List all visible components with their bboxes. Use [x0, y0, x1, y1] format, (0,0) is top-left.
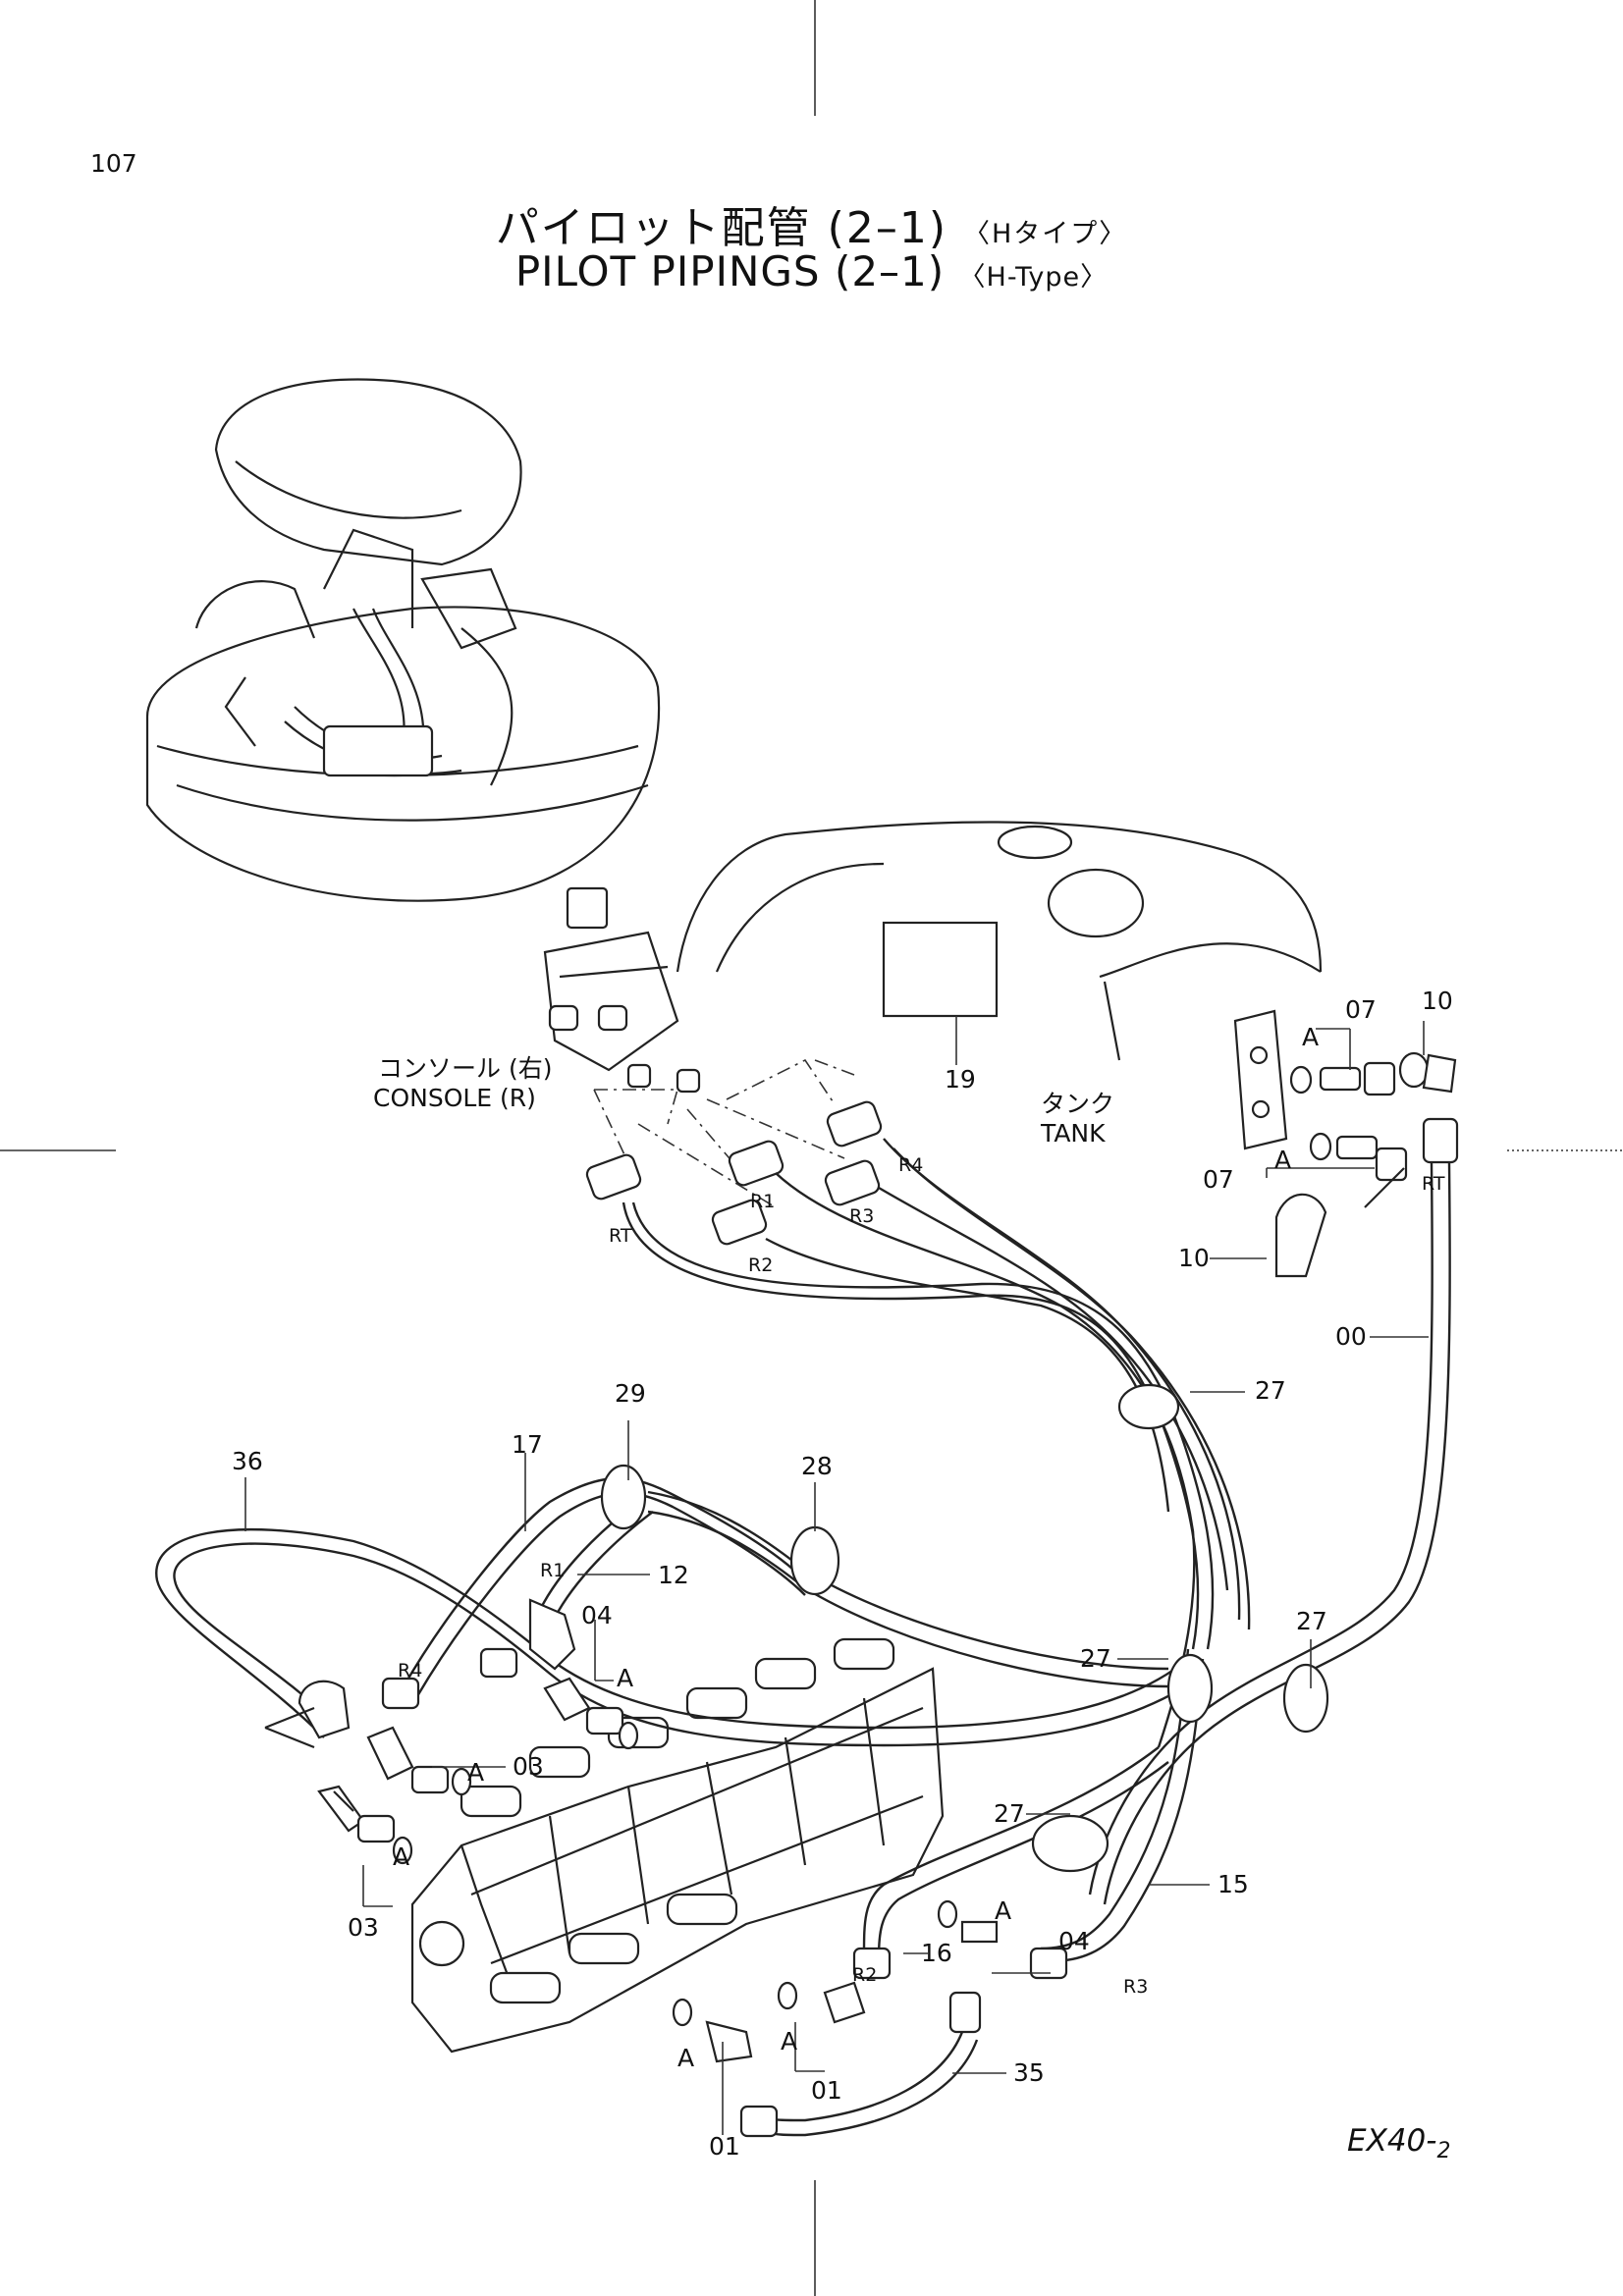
- title-jp-type: 〈Hタイプ〉: [963, 219, 1128, 249]
- port-tag: R2: [852, 1964, 877, 1986]
- part-label: 03: [513, 1752, 544, 1781]
- hydraulic-tank: [676, 821, 1323, 1065]
- port-leader-lines: [593, 1058, 855, 1208]
- seal-marker: A: [677, 2044, 694, 2072]
- tank-port-fittings: [1233, 1009, 1457, 1278]
- seal-marker: A: [995, 1896, 1011, 1925]
- part-label: 10: [1422, 987, 1453, 1015]
- port-tag: R3: [849, 1205, 874, 1227]
- tank-return-hose-00: [1088, 1117, 1459, 1905]
- title-en-type: 〈H-Type〉: [958, 262, 1109, 293]
- valve-port-fittings: [264, 1647, 999, 2063]
- hose-15-16-35: [739, 1648, 1205, 2138]
- model-code: EX40-2: [1347, 2123, 1450, 2163]
- tank-label-en: TANK: [1040, 1119, 1106, 1148]
- page-title-en: PILOT PIPINGS (2–1) 〈H-Type〉: [0, 247, 1623, 295]
- port-tag: RT: [609, 1225, 632, 1247]
- port-tag: R4: [398, 1660, 422, 1682]
- seal-marker: A: [393, 1842, 409, 1871]
- model-code-suffix: 2: [1436, 2139, 1451, 2164]
- port-tag: RT: [1422, 1173, 1445, 1195]
- port-tag: R1: [750, 1191, 775, 1212]
- console-hose-fittings: [585, 1100, 883, 1246]
- part-number-leaders: [244, 1021, 1429, 2135]
- port-tags: R1 R2 R3 R4 RT RT R1 R2 R3 R4: [398, 1154, 1445, 1998]
- port-tag: R3: [1123, 1976, 1148, 1998]
- part-label: 12: [658, 1561, 689, 1589]
- port-tag: R1: [540, 1560, 565, 1581]
- component-labels: コンソール (右) CONSOLE (R) タンク TANK: [373, 1054, 1114, 1148]
- port-tag: R2: [748, 1255, 773, 1276]
- tank-label-jp: タンク: [1041, 1090, 1114, 1118]
- seal-marker: A: [1274, 1146, 1291, 1174]
- part-label: 27: [1080, 1644, 1111, 1673]
- o-ring-seal-markers: A A A A A A A A: [393, 1023, 1319, 2072]
- part-label: 07: [1203, 1165, 1234, 1194]
- seal-marker: A: [617, 1664, 633, 1692]
- part-label: 01: [811, 2076, 842, 2105]
- part-label: 29: [615, 1379, 646, 1408]
- part-label: 04: [581, 1601, 613, 1629]
- part-label: 03: [348, 1913, 379, 1942]
- part-label: 01: [709, 2132, 740, 2161]
- control-valve-block: [410, 1637, 945, 2054]
- seal-marker: A: [467, 1758, 484, 1787]
- excavator-overview-illustration: [145, 378, 661, 902]
- model-code-main: EX40-: [1347, 2123, 1437, 2159]
- part-label: 27: [1296, 1607, 1327, 1635]
- part-label: 35: [1013, 2058, 1045, 2087]
- title-jp-main: パイロット配管 (2–1): [495, 203, 947, 253]
- hose-36-and-17: [155, 1476, 1199, 1747]
- part-label: 17: [512, 1430, 543, 1459]
- part-number-labels: 07 10 07 10 00 19 27 29 17 36 28 12 27 2…: [232, 987, 1453, 2161]
- port-tag: R4: [898, 1154, 923, 1176]
- main-hose-bundle: [622, 1138, 1251, 1748]
- console-label-jp: コンソール (右): [378, 1054, 552, 1083]
- part-label: 28: [801, 1452, 833, 1480]
- part-label: 04: [1058, 1927, 1090, 1955]
- page-number: 107: [90, 149, 137, 178]
- part-label: 15: [1217, 1870, 1249, 1898]
- part-label: 27: [994, 1799, 1025, 1828]
- part-label: 19: [945, 1065, 976, 1094]
- console-r-pilot-valve: [543, 886, 701, 1094]
- part-label: 27: [1255, 1376, 1286, 1405]
- part-label: 07: [1345, 995, 1377, 1024]
- seal-marker: A: [781, 2027, 797, 2056]
- part-label: 16: [921, 1939, 952, 1967]
- page-title-jp: パイロット配管 (2–1) 〈Hタイプ〉: [0, 192, 1623, 255]
- tank-label-plate: [882, 921, 999, 1018]
- seal-marker: A: [1302, 1023, 1319, 1051]
- part-label: 00: [1335, 1322, 1367, 1351]
- console-label-en: CONSOLE (R): [373, 1084, 536, 1112]
- title-en-main: PILOT PIPINGS (2–1): [514, 247, 946, 295]
- part-label: 10: [1178, 1244, 1210, 1272]
- part-label: 36: [232, 1447, 263, 1475]
